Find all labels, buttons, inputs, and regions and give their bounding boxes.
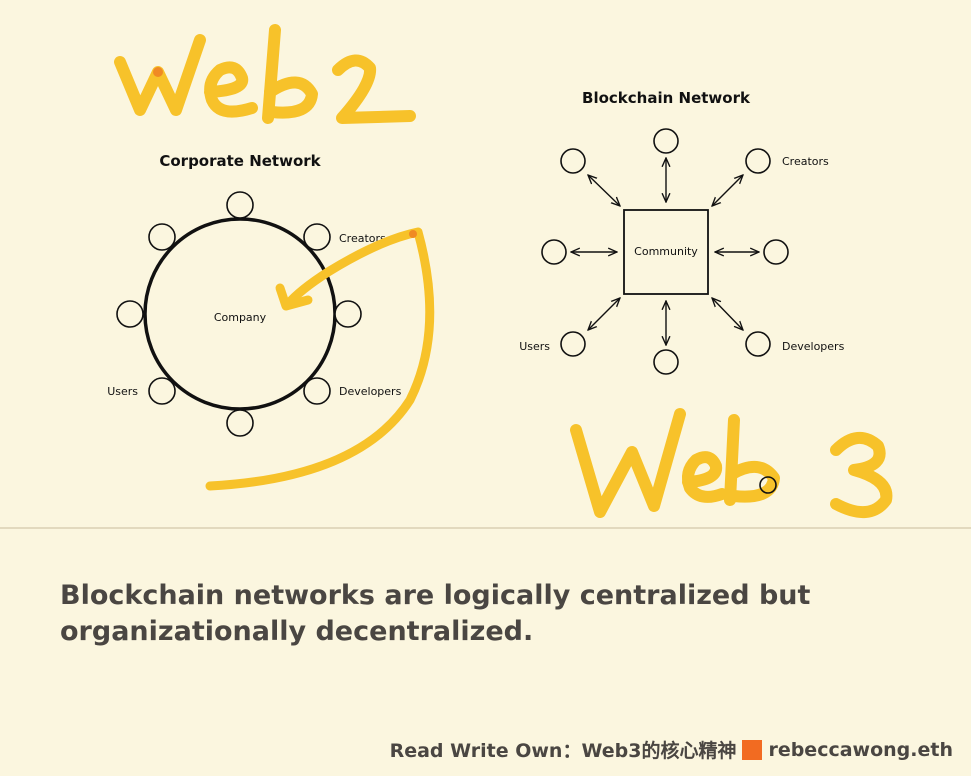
arrow-bottom-left — [588, 298, 620, 330]
corporate-network-diagram: Corporate Network Company Creators Users… — [107, 152, 402, 437]
corporate-title: Corporate Network — [159, 152, 321, 170]
corporate-node-top-left — [148, 223, 176, 251]
blockchain-node-right — [763, 239, 789, 265]
blockchain-node-bottom — [653, 349, 679, 375]
blockchain-network-diagram: Blockchain Network Community Creators Us… — [519, 89, 845, 375]
corporate-label-developers: Developers — [339, 385, 402, 398]
blockchain-node-top-left — [560, 148, 586, 174]
blockchain-node-creators — [745, 148, 771, 174]
blockchain-arrows — [571, 158, 759, 345]
blockchain-node-left — [541, 239, 567, 265]
web2-dot — [153, 67, 163, 77]
footer-orange-square — [742, 739, 763, 760]
corporate-center-label: Company — [214, 311, 267, 324]
corporate-node-developers — [303, 377, 331, 405]
footer-author: rebeccawong.eth — [768, 738, 953, 761]
blockchain-center-label: Community — [634, 245, 698, 258]
blockchain-community-box — [623, 209, 709, 295]
annotation-arrow — [205, 227, 435, 491]
arrow-top-left — [588, 175, 620, 206]
corporate-node-users — [148, 377, 176, 405]
corporate-node-bottom — [226, 409, 254, 437]
corporate-node-top — [226, 191, 254, 219]
blockchain-title: Blockchain Network — [582, 89, 751, 107]
blockchain-node-developers — [745, 331, 771, 357]
footer-book-title: Read Write Own：Web3的核心精神 — [389, 740, 737, 762]
web3-handwriting — [570, 408, 893, 518]
corporate-node-creators — [303, 223, 331, 251]
corporate-label-users: Users — [107, 385, 138, 398]
blockchain-node-users — [560, 331, 586, 357]
arrow-top-right — [712, 175, 743, 206]
corporate-nodes — [116, 191, 362, 437]
corporate-node-left — [116, 300, 144, 328]
blockchain-node-top — [653, 128, 679, 154]
blockchain-label-creators: Creators — [782, 155, 829, 168]
blockchain-nodes — [541, 128, 789, 375]
arrow-bottom-right — [712, 298, 743, 330]
arrow-dot — [409, 230, 417, 238]
web2-handwriting — [114, 24, 416, 124]
blockchain-label-users: Users — [519, 340, 550, 353]
corporate-node-right — [334, 300, 362, 328]
slide-caption: Blockchain networks are logically centra… — [60, 580, 811, 647]
web3-cursor-circle — [759, 476, 777, 494]
corporate-label-creators: Creators — [339, 232, 386, 245]
footer: Read Write Own：Web3的核心精神 rebeccawong.eth — [390, 736, 953, 763]
blockchain-label-developers: Developers — [782, 340, 845, 353]
